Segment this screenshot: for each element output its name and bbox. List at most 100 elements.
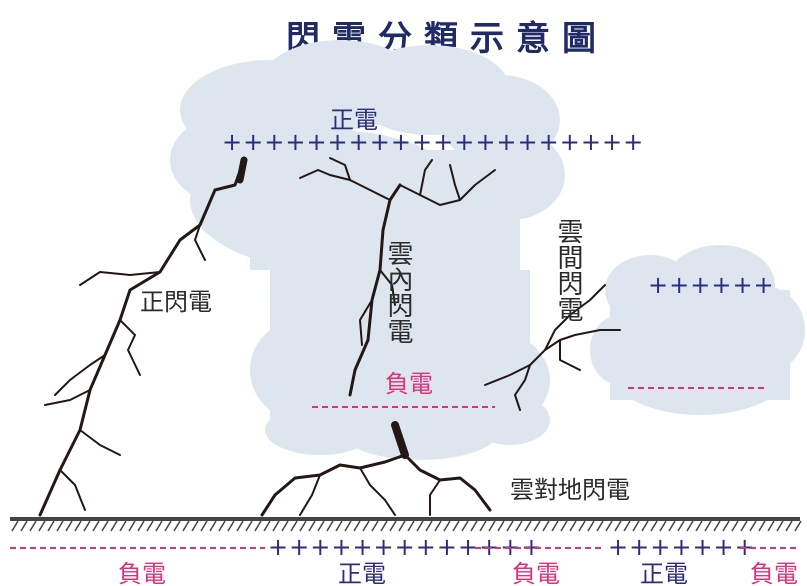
ground-hatch-mark [137,520,145,532]
ground-charges: +++++++++++++ +++++++ [10,533,800,561]
ground-hatch-mark [263,520,271,532]
ground-hatch-mark [245,520,253,532]
ground-hatch-mark [425,520,433,532]
ground-hatch-mark [299,520,307,532]
ground-hatch-mark [416,520,424,532]
ground-hatch-mark [533,520,541,532]
ground-hatch-mark [335,520,343,532]
ground-hatch-mark [65,520,73,532]
ground-hatch-mark [74,520,82,532]
ground-hatch-mark [155,520,163,532]
ground-hatch-mark [20,520,28,532]
ground-label-3: 負電 [512,560,560,586]
ground-positive-charges-right: +++++++ [608,533,756,561]
ground-hatch-mark [119,520,127,532]
ground-hatch-mark [587,520,595,532]
ground-hatch-mark [389,520,397,532]
ground-hatch-mark [506,520,514,532]
ground-hatch-mark [236,520,244,532]
ground-hatch-mark [560,520,568,532]
ground-hatch-mark [164,520,172,532]
ground-hatch-mark [461,520,469,532]
cloud-to-ground-lightning-label: 雲對地閃電 [510,476,630,504]
ground-hatch-mark [308,520,316,532]
ground-hatch-mark [542,520,550,532]
main-cloud [170,40,565,460]
ground-hatch-mark [398,520,406,532]
ground-hatch-mark [182,520,190,532]
ground-hatch-mark [596,520,604,532]
ground-hatch-mark [776,520,784,532]
ground-label-1: 負電 [118,560,166,586]
ground-hatch-mark [623,520,631,532]
ground-hatch-mark [56,520,64,532]
ground-hatch-mark [704,520,712,532]
ground-label-2: 正電 [338,560,386,586]
ground-hatch-mark [146,520,154,532]
right-cloud [590,245,805,415]
ground-hatch-mark [317,520,325,532]
ground-hatch-mark [578,520,586,532]
ground-hatch-mark [569,520,577,532]
ground-hatch-mark [29,520,37,532]
ground-hatch-mark [227,520,235,532]
ground-hatch-mark [11,520,19,532]
ground-hatch-mark [47,520,55,532]
ground-hatch-mark [614,520,622,532]
ground-label-4: 正電 [640,560,688,586]
positive-lightning-label: 正閃電 [140,288,212,316]
ground-hatch-mark [515,520,523,532]
ground-hatch-mark [362,520,370,532]
ground-hatch-mark [272,520,280,532]
ground-hatch-mark [794,520,802,532]
cloud-negative-label: 負電 [385,370,433,398]
ground-hatch-mark [722,520,730,532]
ground-hatch-mark [281,520,289,532]
ground-label-5: 負電 [750,560,798,586]
intracloud-lightning-label: 雲內閃電 [383,240,413,344]
cloud-positive-label: 正電 [330,106,378,134]
ground-hatch-mark [101,520,109,532]
ground-hatch-mark [668,520,676,532]
ground-hatch-mark [740,520,748,532]
ground-hatch-mark [173,520,181,532]
ground-hatch-mark [200,520,208,532]
ground-hatch-mark [209,520,217,532]
ground-hatch-mark [380,520,388,532]
ground-hatch-mark [749,520,757,532]
ground-hatch-mark [641,520,649,532]
ground-hatch-mark [434,520,442,532]
ground-hatch-mark [353,520,361,532]
ground-hatch-mark [344,520,352,532]
ground-hatch-mark [470,520,478,532]
cloud-to-cloud-lightning-label: 雲間閃電 [553,218,583,322]
ground-hatch-mark [551,520,559,532]
ground-positive-charges-center: +++++++++++++ [268,533,542,561]
ground-hatch-mark [254,520,262,532]
ground-hatch-mark [695,520,703,532]
ground-hatch-mark [605,520,613,532]
ground-hatch-mark [218,520,226,532]
ground-hatch-mark [371,520,379,532]
ground-hatch-mark [785,520,793,532]
ground-hatch-mark [731,520,739,532]
lightning-bolts [38,156,621,517]
ground-hatch-mark [497,520,505,532]
ground-hatch-mark [443,520,451,532]
ground-hatch-mark [83,520,91,532]
ground-hatch-mark [407,520,415,532]
ground-hatch-mark [767,520,775,532]
ground-hatch-mark [632,520,640,532]
ground-hatch-mark [659,520,667,532]
ground-hatch-mark [110,520,118,532]
ground-hatch-mark [326,520,334,532]
ground-hatch-mark [191,520,199,532]
ground [10,517,802,532]
ground-hatch-mark [452,520,460,532]
right-cloud-positive-charges: ++++++ [648,271,775,299]
ground-hatch-mark [128,520,136,532]
ground-hatch-mark [524,520,532,532]
ground-hatch-mark [677,520,685,532]
ground-hatch-mark [38,520,46,532]
